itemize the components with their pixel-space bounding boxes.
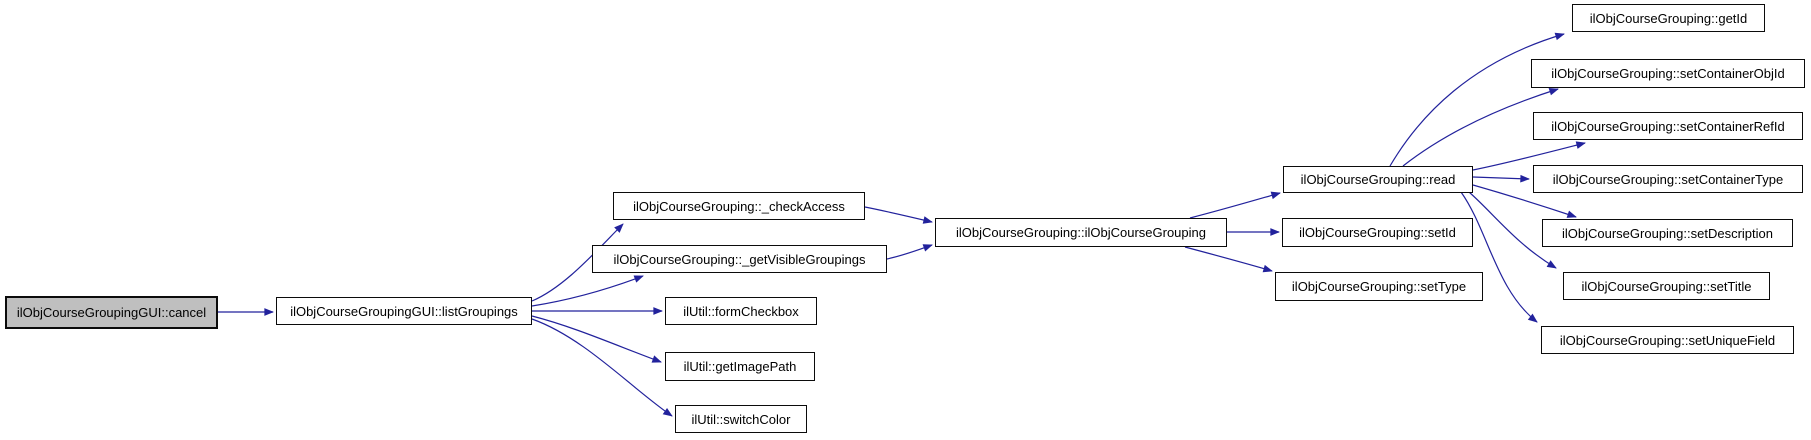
node-set-title[interactable]: ilObjCourseGrouping::setTitle bbox=[1563, 272, 1770, 300]
edge-list-groupings-to-get-visible-groupings bbox=[531, 275, 644, 307]
node-set-type[interactable]: ilObjCourseGrouping::setType bbox=[1275, 272, 1483, 301]
edge-constructor-to-read bbox=[1189, 191, 1281, 219]
node-get-id[interactable]: ilObjCourseGrouping::getId bbox=[1572, 4, 1765, 32]
node-set-container-obj-id[interactable]: ilObjCourseGrouping::setContainerObjId bbox=[1531, 59, 1805, 88]
edge-read-to-set-unique-field bbox=[1460, 191, 1538, 323]
node-get-visible-groupings[interactable]: ilObjCourseGrouping::_getVisibleGrouping… bbox=[592, 245, 887, 273]
node-list-groupings[interactable]: ilObjCourseGroupingGUI::listGroupings bbox=[276, 297, 532, 325]
edge-read-to-set-title bbox=[1468, 191, 1557, 269]
node-read[interactable]: ilObjCourseGrouping::read bbox=[1283, 166, 1473, 193]
node-form-checkbox[interactable]: ilUtil::formCheckbox bbox=[665, 297, 817, 325]
node-cancel: ilObjCourseGroupingGUI::cancel bbox=[5, 296, 218, 329]
edge-read-to-set-container-obj-id bbox=[1402, 87, 1559, 167]
edge-constructor-to-set-type bbox=[1184, 246, 1273, 273]
node-switch-color[interactable]: ilUtil::switchColor bbox=[675, 405, 807, 433]
node-check-access[interactable]: ilObjCourseGrouping::_checkAccess bbox=[613, 192, 865, 220]
node-set-description[interactable]: ilObjCourseGrouping::setDescription bbox=[1542, 219, 1793, 247]
edge-read-to-get-id bbox=[1389, 32, 1565, 167]
node-set-id[interactable]: ilObjCourseGrouping::setId bbox=[1282, 218, 1473, 247]
edge-get-visible-groupings-to-constructor bbox=[886, 244, 933, 260]
node-get-image-path[interactable]: ilUtil::getImagePath bbox=[665, 352, 815, 381]
node-constructor[interactable]: ilObjCourseGrouping::ilObjCourseGrouping bbox=[935, 218, 1227, 247]
edge-read-to-set-container-type bbox=[1472, 174, 1530, 183]
edge-check-access-to-constructor bbox=[864, 206, 933, 224]
edge-list-groupings-to-switch-color bbox=[531, 318, 673, 417]
node-set-container-type[interactable]: ilObjCourseGrouping::setContainerType bbox=[1533, 165, 1803, 193]
edge-read-to-set-container-ref-id bbox=[1472, 141, 1586, 171]
node-set-unique-field[interactable]: ilObjCourseGrouping::setUniqueField bbox=[1541, 326, 1794, 354]
edge-list-groupings-to-check-access bbox=[531, 223, 624, 302]
node-set-container-ref-id[interactable]: ilObjCourseGrouping::setContainerRefId bbox=[1533, 112, 1803, 140]
edge-read-to-set-description bbox=[1472, 184, 1577, 218]
edge-list-groupings-to-get-image-path bbox=[531, 315, 662, 363]
